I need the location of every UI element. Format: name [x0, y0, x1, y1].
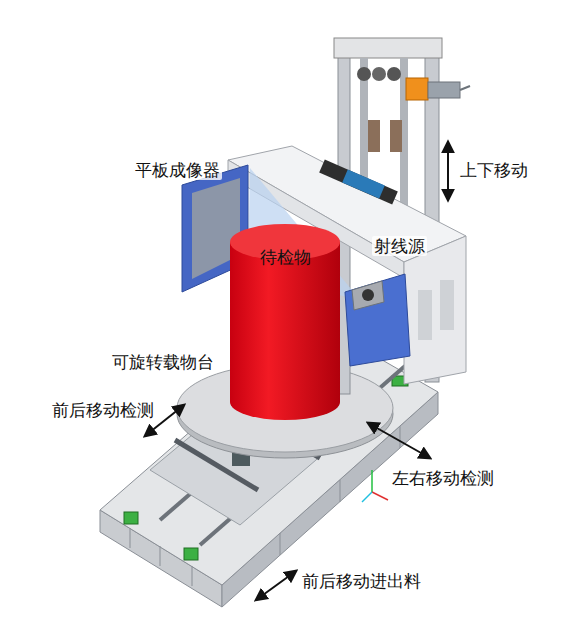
motion-arrow — [368, 423, 430, 458]
coupling — [406, 78, 428, 100]
motion-arrow — [256, 571, 296, 600]
motor-shaft — [460, 86, 470, 90]
part-label: 射线源 — [372, 236, 427, 256]
axis-x — [372, 492, 388, 500]
xray-source — [345, 274, 410, 366]
arm-cutout — [440, 280, 454, 330]
frame-line — [160, 546, 161, 566]
part-label: 平板成像器 — [133, 160, 222, 180]
frame-line — [400, 426, 401, 448]
pulley — [357, 67, 371, 81]
actuator — [345, 176, 382, 192]
frame-line — [340, 480, 341, 502]
frame-line — [280, 533, 281, 555]
belt — [390, 120, 402, 152]
pulley — [387, 67, 401, 81]
axis-z — [362, 492, 372, 502]
motor — [184, 548, 198, 560]
frame-line — [130, 528, 131, 548]
part-label: 可旋转载物台 — [110, 352, 216, 372]
motor — [124, 512, 138, 524]
part-label: 前后移动进出料 — [300, 571, 423, 591]
part-label: 左右移动检测 — [390, 468, 496, 488]
arm-cutout — [418, 290, 432, 340]
belt — [368, 120, 380, 152]
part-label: 上下移动 — [458, 160, 530, 180]
cylinder-bottom — [230, 384, 340, 420]
object-label: 待检物 — [229, 224, 341, 269]
actuator — [322, 166, 395, 198]
tower-top — [334, 38, 442, 58]
pulley — [372, 67, 386, 81]
part-label: 前后移动检测 — [50, 400, 156, 420]
arm-upright — [404, 236, 466, 384]
source-head — [352, 281, 384, 310]
source-port — [362, 289, 374, 301]
axis-y — [371, 470, 373, 492]
frame-line — [192, 566, 193, 586]
motion-arrow — [447, 142, 449, 200]
inspected-object: 待检物 — [229, 224, 341, 420]
servo-motor — [428, 82, 460, 98]
